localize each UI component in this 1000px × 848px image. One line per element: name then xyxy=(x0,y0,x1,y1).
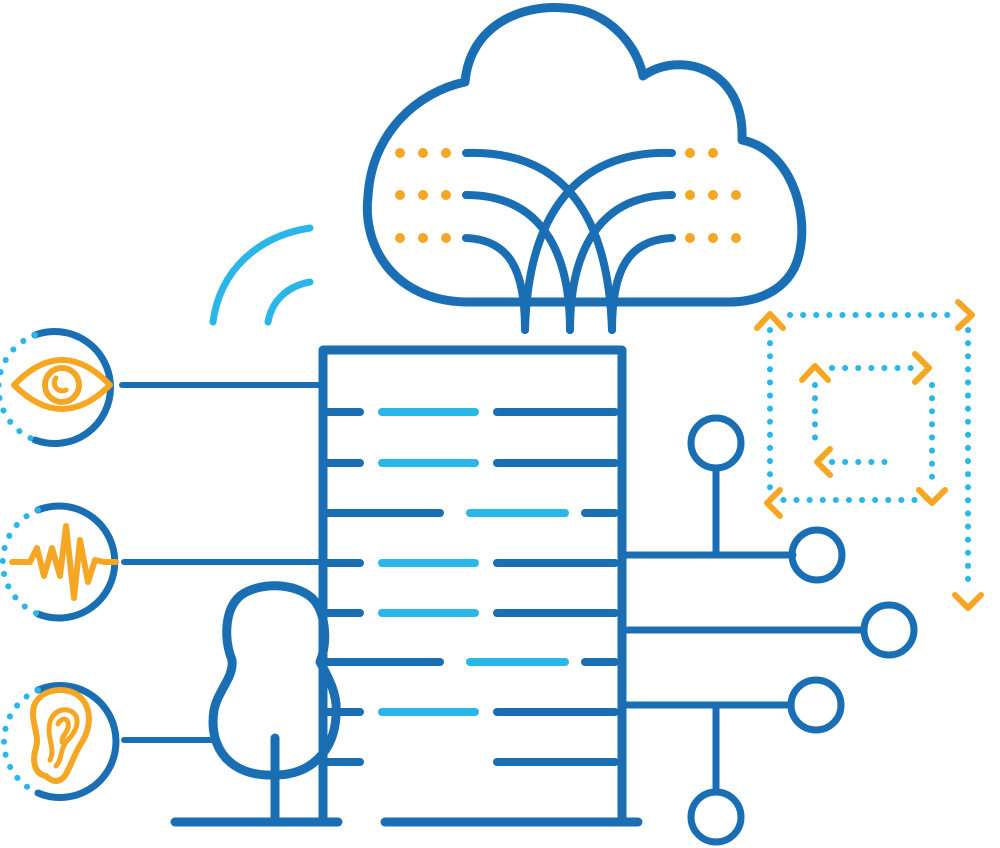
cloud-icon xyxy=(362,3,807,334)
expand-arrows-icon xyxy=(754,299,984,611)
sound-wave-icon xyxy=(0,502,326,622)
tree-icon xyxy=(208,581,341,827)
cloud-data-streams xyxy=(462,148,676,334)
cloud-data-dots-left xyxy=(395,148,451,243)
server-building-icon xyxy=(170,345,643,827)
circuit-nodes-icon xyxy=(620,414,918,846)
ear-icon xyxy=(1,682,215,801)
cloud-data-dots-right xyxy=(685,148,741,243)
eye-icon xyxy=(0,328,326,447)
wifi-signal-icon xyxy=(209,224,314,326)
